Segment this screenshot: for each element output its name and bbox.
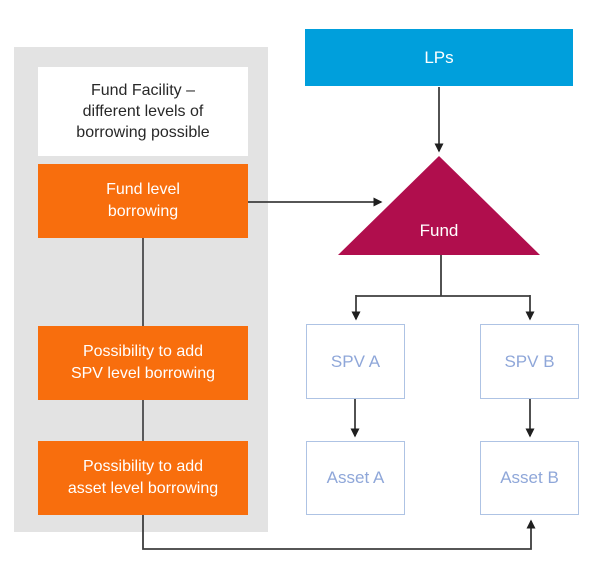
asset-level-borrowing-box: Possibility to add asset level borrowing: [38, 441, 248, 515]
asset-a-node: Asset A: [306, 441, 405, 515]
fund-level-borrowing-box: Fund level borrowing: [38, 164, 248, 238]
asset-b-node: Asset B: [480, 441, 579, 515]
lps-node: LPs: [305, 29, 573, 86]
panel-heading: Fund Facility – different levels of borr…: [38, 67, 248, 156]
spv-a-node: SPV A: [306, 324, 405, 399]
spv-b-node: SPV B: [480, 324, 579, 399]
fund-node-label: Fund: [419, 221, 459, 240]
spv-level-borrowing-box: Possibility to add SPV level borrowing: [38, 326, 248, 400]
